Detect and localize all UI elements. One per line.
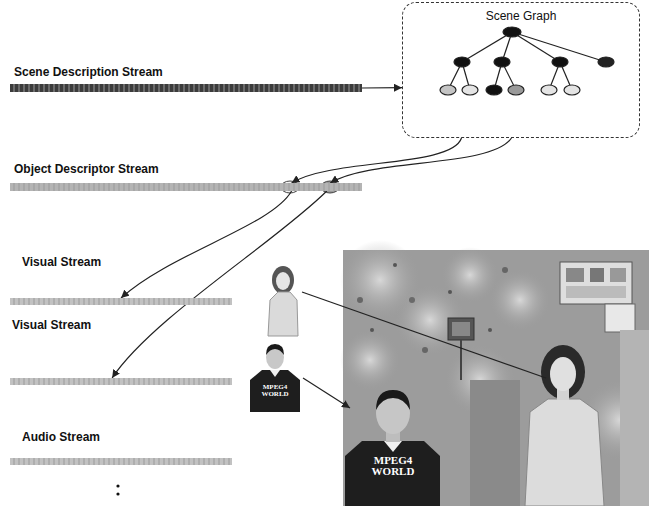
shirt-logo-text: MPEG4 WORLD	[358, 455, 428, 477]
connector-arrow	[330, 138, 511, 183]
connector-arrow	[292, 138, 462, 183]
placement-lines	[302, 292, 546, 408]
small-woman-figure	[268, 266, 298, 336]
more-streams-dots	[116, 484, 119, 495]
stream-bar: Object Descriptor Stream	[10, 183, 362, 191]
small-man-figure	[250, 344, 300, 412]
stream-bar: Visual Stream	[10, 378, 232, 385]
stream-name: Visual Stream	[22, 255, 101, 269]
stream-name: Audio Stream	[22, 430, 100, 444]
connector-arrow	[112, 191, 327, 378]
stream-bar: Visual Stream	[10, 298, 232, 305]
stream-bar: Scene Description Stream	[10, 84, 362, 92]
connector-arrow	[362, 87, 402, 89]
box-title: Scene Graph	[403, 3, 639, 23]
stream-bar: Audio Stream	[10, 458, 232, 465]
stream-name: Object Descriptor Stream	[14, 162, 159, 176]
shirt-logo-text: MPEG4 WORLD	[253, 384, 297, 398]
connector-arrow	[121, 191, 292, 298]
scene-graph-box: Scene Graph	[402, 2, 640, 138]
scene-graph-tree	[440, 27, 614, 95]
composite-scene	[340, 240, 649, 506]
stream-name: Visual Stream	[12, 318, 91, 332]
stream-name: Scene Description Stream	[14, 65, 163, 79]
